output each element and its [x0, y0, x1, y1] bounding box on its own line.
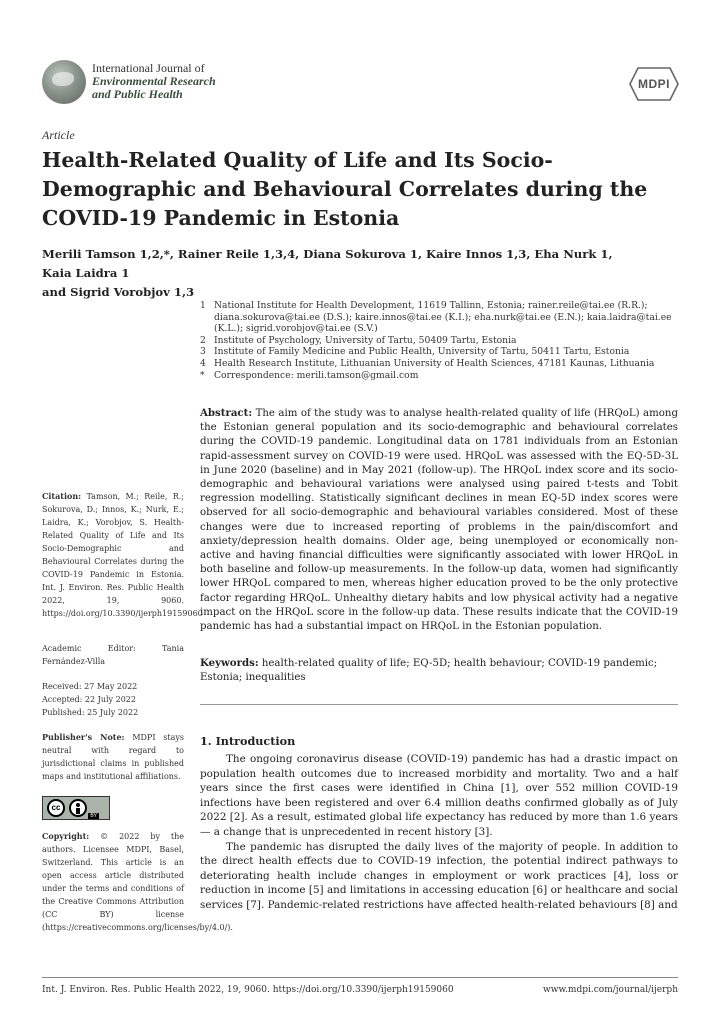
by-label: BY [88, 813, 99, 819]
keywords: Keywords: health-related quality of life… [200, 656, 678, 685]
affiliation-text: Institute of Family Medicine and Public … [214, 346, 630, 358]
affiliation-text: National Institute for Health Developmen… [214, 300, 672, 335]
article-title: Health-Related Quality of Life and Its S… [42, 148, 648, 230]
journal-name-line2: Environmental Research [92, 74, 216, 88]
citation-block: Citation: Tamson, M.; Reile, R.; Sokurov… [42, 490, 203, 620]
author-list: Merili Tamson 1,2,*, Rainer Reile 1,3,4,… [42, 245, 642, 302]
paragraph: The pandemic has disrupted the daily liv… [200, 840, 678, 911]
copyright-block: Copyright: © 2022 by the authors. Licens… [42, 830, 233, 934]
author-line-2[interactable]: and Sigrid Vorobjov 1,3 [42, 285, 195, 299]
attribution-person-icon [69, 799, 87, 817]
keywords-text: health-related quality of life; EQ-5D; h… [200, 658, 658, 684]
author-line-1[interactable]: Merili Tamson 1,2,*, Rainer Reile 1,3,4,… [42, 247, 613, 280]
received-date: Received: 27 May 2022 [42, 682, 138, 691]
accepted-date: Accepted: 22 July 2022 [42, 695, 136, 704]
dates-block: Received: 27 May 2022 Accepted: 22 July … [42, 680, 184, 719]
cc-by-license-badge[interactable]: cc BY [42, 796, 110, 820]
abstract-text: The aim of the study was to analyse heal… [200, 408, 678, 633]
affiliation-item: 3 Institute of Family Medicine and Publi… [200, 346, 690, 358]
journal-name-line3: and Public Health [92, 87, 183, 101]
affiliations: 1 National Institute for Health Developm… [200, 300, 690, 381]
affiliation-item: 4 Health Research Institute, Lithuanian … [200, 358, 690, 370]
affiliation-item: 2 Institute of Psychology, University of… [200, 335, 690, 347]
paragraph: The ongoing coronavirus disease (COVID-1… [200, 753, 678, 838]
affiliation-marker: 4 [200, 357, 206, 369]
article-type: Article [42, 128, 75, 142]
creative-commons-icon: cc [47, 799, 65, 817]
journal-logo-icon [42, 60, 86, 104]
affiliation-item: 1 National Institute for Health Developm… [200, 300, 690, 335]
keywords-label: Keywords: [200, 657, 259, 669]
divider [200, 704, 678, 705]
publisher-note-label: Publisher's Note: [42, 732, 125, 742]
publisher-logo[interactable]: MDPI [628, 66, 680, 102]
footer-citation[interactable]: Int. J. Environ. Res. Public Health 2022… [42, 985, 454, 995]
publisher-note: Publisher's Note: MDPI stays neutral wit… [42, 731, 184, 783]
correspondence-email[interactable]: Correspondence: merili.tamson@gmail.com [214, 369, 419, 381]
abstract: Abstract: The aim of the study was to an… [200, 406, 678, 634]
copyright-label: Copyright: [42, 831, 90, 841]
footer-divider [42, 977, 678, 978]
publisher-note-text: MDPI stays neutral with regard to jurisd… [42, 733, 184, 781]
publisher-name: MDPI [638, 77, 670, 91]
journal-name[interactable]: International Journal of Environmental R… [92, 62, 216, 101]
affiliation-marker: 1 [200, 300, 206, 311]
affiliation-text: Institute of Psychology, University of T… [214, 334, 517, 346]
citation-text[interactable]: Tamson, M.; Reile, R.; Sokurova, D.; Inn… [42, 492, 203, 618]
abstract-label: Abstract: [200, 407, 253, 419]
affiliation-marker: * [200, 369, 205, 381]
affiliation-text: Health Research Institute, Lithuanian Un… [214, 357, 655, 369]
section-heading: 1. Introduction [200, 734, 296, 748]
journal-header: International Journal of Environmental R… [42, 58, 680, 108]
published-date: Published: 25 July 2022 [42, 708, 139, 717]
citation-label: Citation: [42, 491, 82, 501]
affiliation-marker: 2 [200, 334, 206, 346]
mdpi-hexagon-icon [629, 67, 679, 101]
affiliation-marker: 3 [200, 346, 206, 358]
academic-editor: Academic Editor: Tania Fernández-Villa [42, 644, 184, 666]
copyright-text: © 2022 by the authors. Licensee MDPI, Ba… [42, 832, 233, 932]
footer-website-link[interactable]: www.mdpi.com/journal/ijerph [543, 985, 678, 995]
journal-name-line1: International Journal of [92, 61, 205, 75]
introduction-body: The ongoing coronavirus disease (COVID-1… [200, 752, 678, 913]
correspondence: * Correspondence: merili.tamson@gmail.co… [200, 370, 690, 382]
